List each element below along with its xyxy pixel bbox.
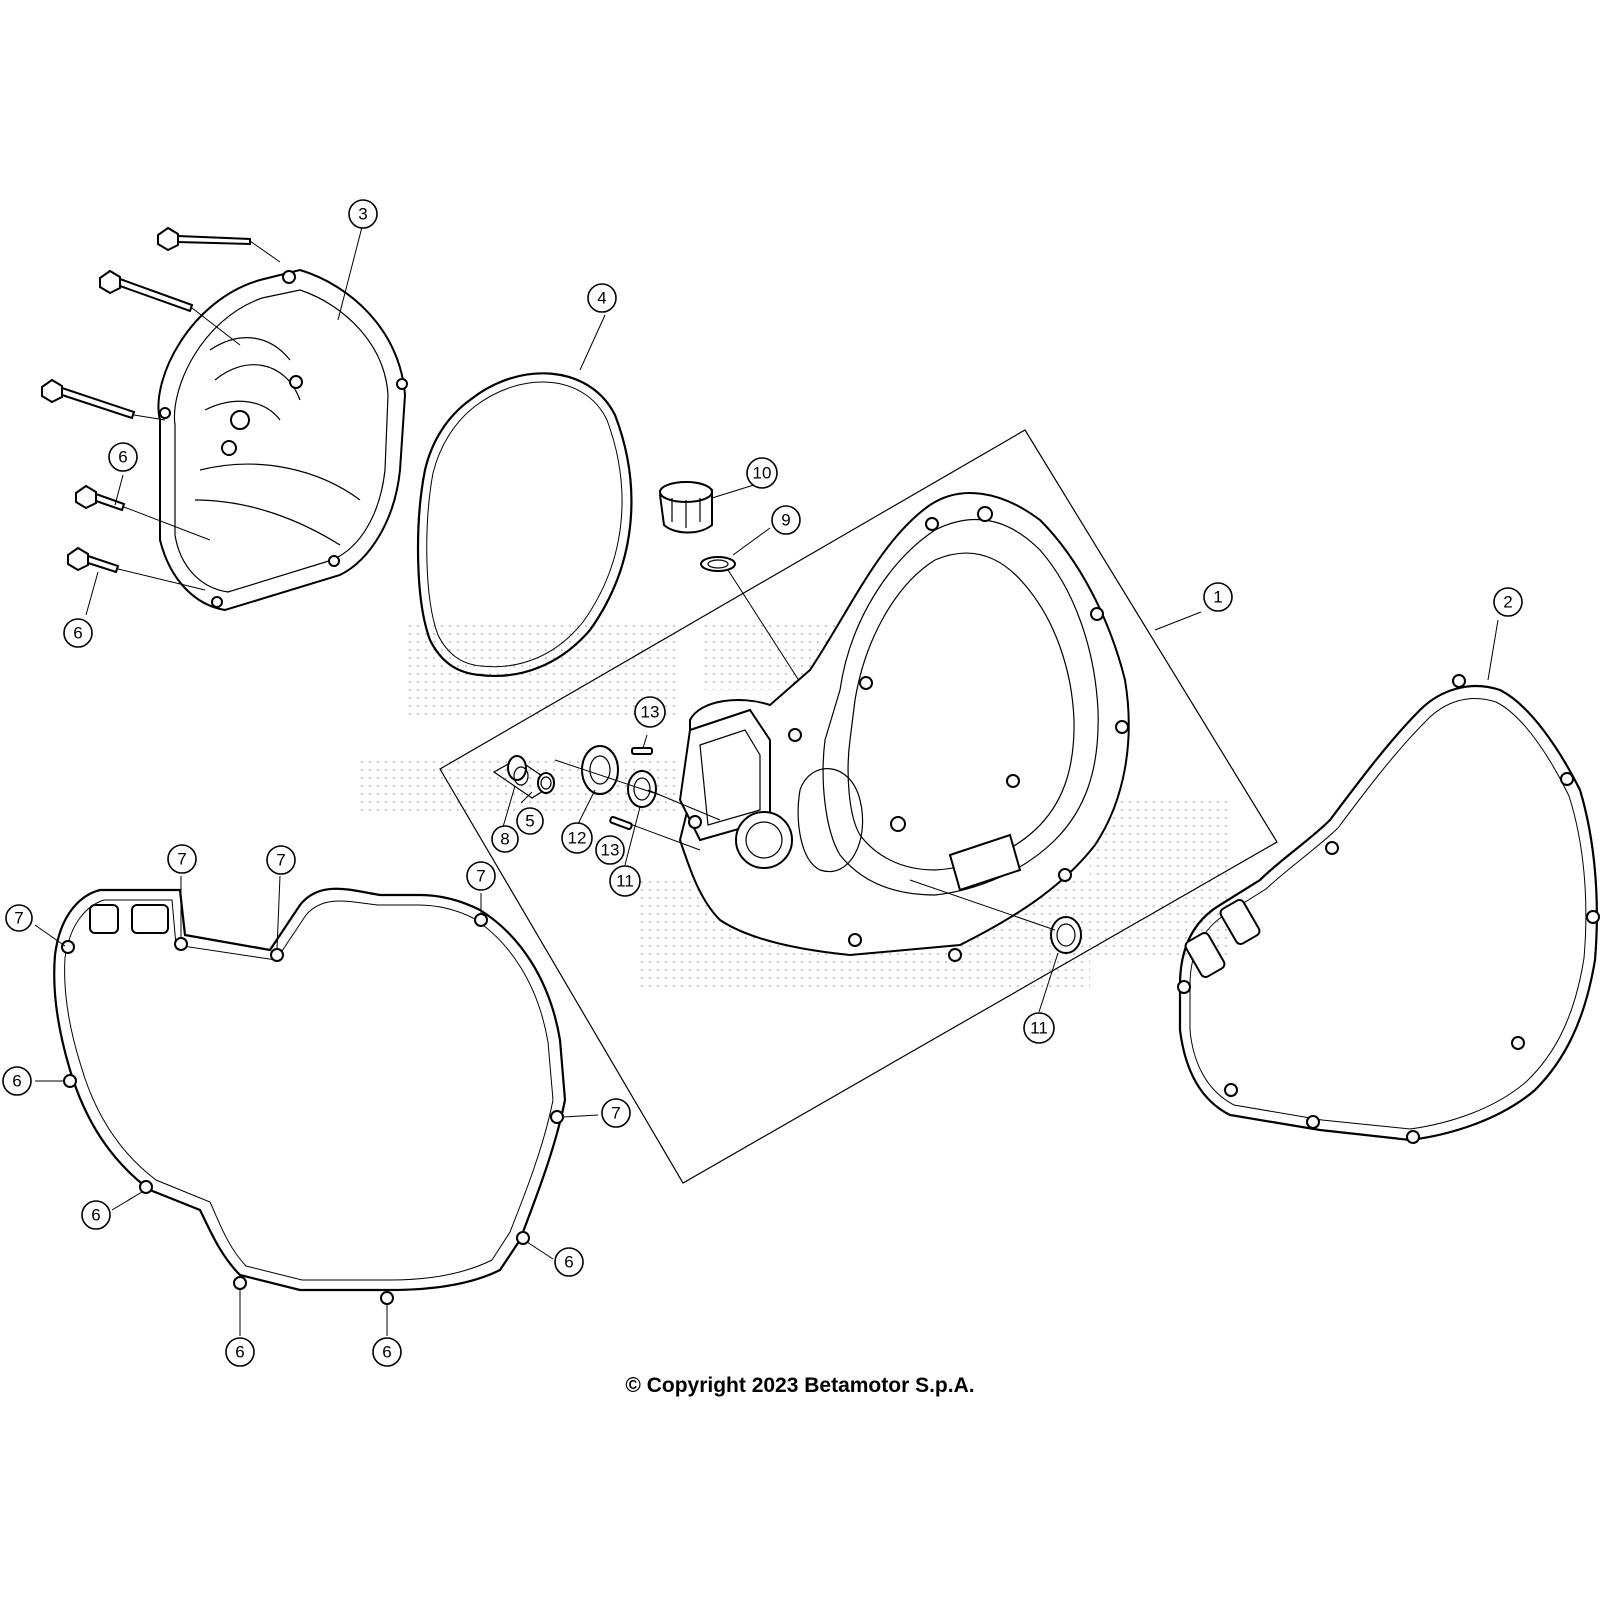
callout-1: 1	[1203, 582, 1233, 612]
cover-o-ring	[416, 372, 633, 677]
crankcase-cover	[678, 492, 1130, 962]
svg-text:6: 6	[91, 1206, 100, 1225]
svg-text:7: 7	[611, 1104, 620, 1123]
callout-3: 3	[348, 199, 378, 229]
svg-text:5: 5	[525, 812, 534, 831]
callout-2: 2	[1493, 587, 1523, 617]
svg-text:13: 13	[641, 703, 660, 722]
callout-7: 7	[466, 861, 496, 891]
oil-filler-plug	[658, 481, 713, 534]
svg-text:7: 7	[276, 851, 285, 870]
svg-text:12: 12	[568, 829, 587, 848]
long-bolt	[99, 269, 241, 346]
callout-6: 6	[108, 442, 138, 472]
dowel-pin	[609, 815, 633, 831]
callout-6: 6	[554, 1247, 584, 1277]
callout-7: 7	[5, 904, 33, 932]
short-bolt	[67, 546, 206, 591]
svg-text:6: 6	[235, 1343, 244, 1362]
svg-text:6: 6	[118, 448, 127, 467]
callout-7: 7	[266, 845, 296, 875]
dowel-pin	[631, 747, 653, 755]
clutch-cover	[157, 268, 408, 612]
callout-10: 10	[746, 457, 778, 489]
svg-text:9: 9	[781, 511, 790, 530]
assembly-frame	[439, 429, 1278, 1184]
left-cover-gasket	[53, 887, 567, 1305]
callout-4: 4	[587, 283, 617, 313]
long-bolt	[41, 378, 166, 421]
svg-text:4: 4	[597, 289, 606, 308]
svg-text:1: 1	[1213, 588, 1222, 607]
callout-6: 6	[81, 1200, 111, 1230]
svg-text:13: 13	[601, 841, 620, 860]
svg-text:11: 11	[616, 872, 634, 891]
callout-5: 5	[516, 807, 544, 835]
long-bolt	[157, 226, 281, 263]
bearing	[581, 745, 619, 795]
callout-9: 9	[771, 505, 801, 535]
callout-6: 6	[63, 618, 93, 648]
callout-6: 6	[2, 1066, 32, 1096]
svg-text:7: 7	[476, 867, 485, 886]
callout-13: 13	[595, 835, 625, 865]
small-parts	[492, 745, 1082, 954]
copyright-notice: © Copyright 2023 Betamotor S.p.A.	[625, 1374, 975, 1397]
svg-text:2: 2	[1503, 593, 1512, 612]
o-ring-small	[537, 772, 555, 794]
cover-bolts	[41, 226, 281, 591]
callout-11: 11	[1023, 1012, 1055, 1044]
callout-7: 7	[601, 1098, 631, 1128]
short-bolt	[75, 484, 211, 541]
callout-12: 12	[561, 822, 593, 854]
svg-text:6: 6	[12, 1072, 21, 1091]
svg-text:3: 3	[358, 205, 367, 224]
svg-text:11: 11	[1030, 1019, 1048, 1038]
svg-text:6: 6	[564, 1253, 573, 1272]
callout-11: 11	[609, 865, 641, 897]
plug-washer	[700, 556, 736, 572]
callout-6: 6	[372, 1337, 402, 1367]
svg-text:7: 7	[177, 850, 186, 869]
oil-seal	[1050, 916, 1082, 954]
callout-13: 13	[634, 696, 666, 728]
svg-text:6: 6	[73, 624, 82, 643]
callout-leaders	[34, 226, 1499, 1336]
right-cover-gasket	[1177, 674, 1600, 1144]
callout-8: 8	[491, 825, 519, 853]
callout-7: 7	[167, 844, 197, 874]
svg-text:7: 7	[14, 909, 23, 928]
svg-text:10: 10	[753, 464, 772, 483]
svg-text:6: 6	[382, 1343, 391, 1362]
svg-text:8: 8	[500, 830, 509, 849]
callout-6: 6	[225, 1337, 255, 1367]
